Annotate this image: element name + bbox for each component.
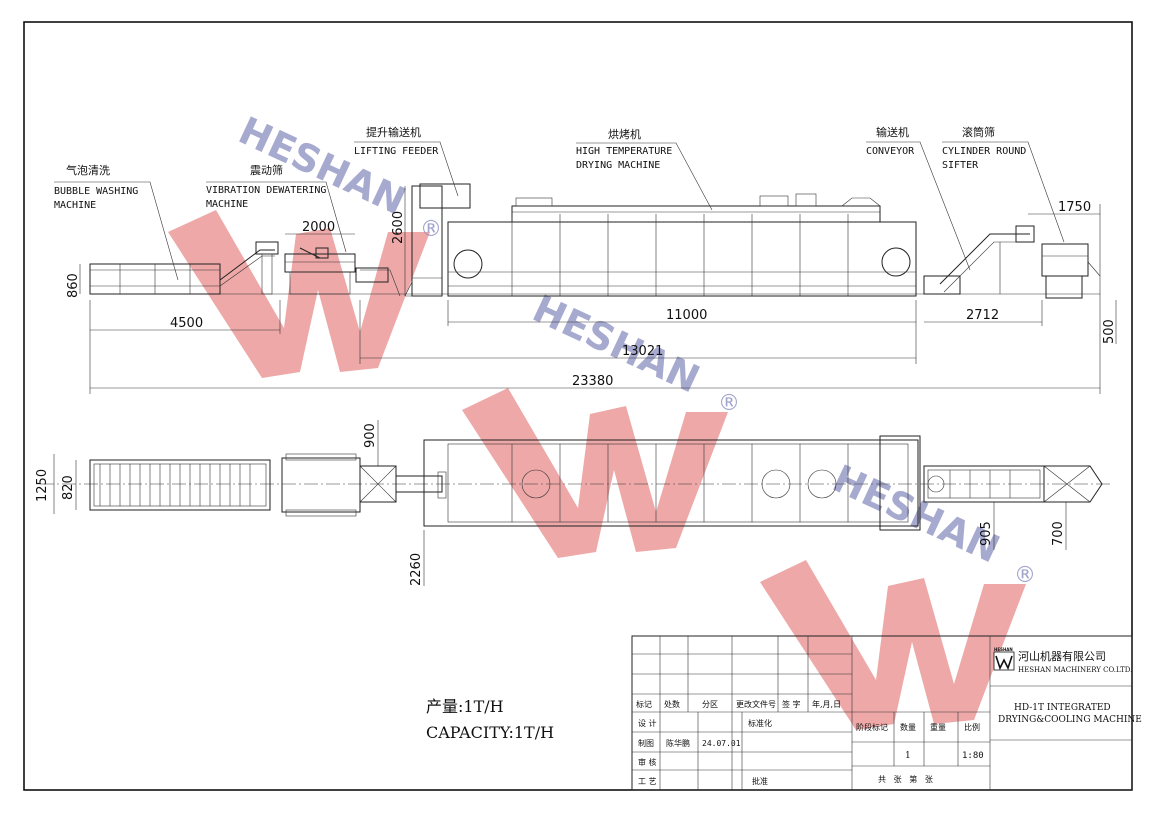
- dim-905: 905: [979, 521, 994, 546]
- dim-1750: 1750: [1058, 200, 1091, 215]
- label-sift-en1: CYLINDER ROUND: [942, 146, 1026, 157]
- top-dimensions: 1250 820 900 2260 905 700: [35, 420, 1067, 586]
- cylinder-round-sifter: [1041, 243, 1101, 299]
- label-vib-en2: MACHINE: [206, 199, 248, 210]
- vibration-dewatering-machine: [284, 247, 356, 295]
- label-bubble-en1: BUBBLE WASHING: [54, 186, 138, 197]
- capacity-en: CAPACITY:1T/H: [426, 723, 554, 742]
- dim-11000: 11000: [666, 308, 707, 323]
- labels: 气泡清洗 BUBBLE WASHING MACHINE 震动筛 VIBRATIO…: [54, 125, 1065, 281]
- tb-std: 标准化: [748, 718, 772, 728]
- title-block: 标记 处数 分区 更改文件号 签 字 年,月,日 设 计 标准化 制图 陈华鹏 …: [631, 635, 1142, 791]
- tb-header-4: 签 字: [782, 699, 801, 709]
- tb-sheets: 共 张 第 张: [878, 774, 933, 784]
- tb-scale-val: 1:80: [962, 751, 984, 761]
- washer-top-view: [89, 459, 271, 511]
- label-lift-cn: 提升输送机: [366, 125, 421, 139]
- lifting-feeder: [355, 183, 471, 297]
- logo-text: HESHAN: [994, 647, 1013, 652]
- bubble-washing-machine: [89, 241, 279, 295]
- label-conv-cn: 输送机: [876, 125, 909, 139]
- label-conv-en: CONVEYOR: [866, 146, 915, 157]
- tb-header-5: 年,月,日: [812, 699, 841, 709]
- label-vib-en1: VIBRATION DEWATERING: [206, 185, 326, 196]
- label-sift-en2: SIFTER: [942, 160, 979, 171]
- tb-process: 工 艺: [638, 777, 657, 786]
- sheet-border: [23, 21, 1133, 791]
- tb-date: 24.07.01: [702, 739, 741, 748]
- drying-machine: [447, 193, 917, 297]
- dim-2260: 2260: [409, 553, 424, 586]
- company-logo: HESHAN: [993, 647, 1015, 671]
- company-en: HESHAN MACHINERY CO.LTD.: [1018, 666, 1132, 674]
- label-lift-en: LIFTING FEEDER: [354, 146, 439, 157]
- lifting-top-view: [359, 465, 447, 503]
- dim-700: 700: [1051, 521, 1066, 546]
- tb-header-3: 更改文件号: [736, 699, 776, 709]
- vibration-top-view: [281, 453, 361, 517]
- company-cn: 河山机器有限公司: [1018, 649, 1106, 663]
- conveyor: [923, 225, 1035, 295]
- drawing-title-2: DRYING&COOLING MACHINE: [998, 715, 1142, 725]
- tb-approve: 批准: [752, 776, 768, 786]
- dim-820: 820: [61, 475, 76, 500]
- watermark-registered-3: ®: [1014, 563, 1036, 588]
- dryer-top-view: [423, 435, 921, 531]
- tb-qty: 数量: [900, 722, 916, 732]
- side-dimensions: 860 2000 2600 1750 4500 11000 2712 500 1…: [66, 186, 1117, 394]
- watermark-registered-2: ®: [718, 391, 740, 416]
- capacity-block: 产量:1T/H CAPACITY:1T/H: [426, 697, 554, 742]
- tb-stage: 阶段标记: [856, 722, 888, 732]
- watermark-2: HESHAN ®: [462, 286, 740, 558]
- dim-2712: 2712: [966, 308, 999, 323]
- label-bubble-cn: 气泡清洗: [66, 163, 110, 177]
- dim-23380: 23380: [572, 374, 613, 389]
- tb-qty-val: 1: [905, 751, 911, 761]
- conveyor-top-view: [923, 465, 1045, 503]
- tb-drawer: 陈华鹏: [666, 738, 690, 748]
- side-view: [89, 183, 1101, 299]
- label-dry-en2: DRYING MACHINE: [576, 160, 660, 171]
- top-view: [40, 435, 1110, 531]
- tb-header-0: 标记: [636, 699, 652, 709]
- dim-860: 860: [66, 273, 81, 298]
- tb-header-1: 处数: [664, 699, 680, 709]
- dim-2600: 2600: [391, 211, 406, 244]
- tb-scale: 比例: [964, 722, 980, 732]
- capacity-cn: 产量:1T/H: [426, 697, 504, 716]
- label-dry-cn: 烘烤机: [608, 127, 641, 141]
- watermark-3: HESHAN ®: [760, 456, 1036, 730]
- dim-500: 500: [1102, 319, 1117, 344]
- dim-2000: 2000: [302, 220, 335, 235]
- label-dry-en1: HIGH TEMPERATURE: [576, 146, 672, 157]
- dim-13021: 13021: [622, 344, 663, 359]
- dim-1250: 1250: [35, 469, 50, 502]
- watermark-text-3: HESHAN: [826, 456, 1006, 571]
- label-sift-cn: 滚筒筛: [962, 125, 995, 139]
- label-bubble-en2: MACHINE: [54, 200, 96, 211]
- dim-900: 900: [363, 423, 378, 448]
- sifter-top-view: [1043, 465, 1103, 503]
- tb-design: 设 计: [638, 718, 657, 728]
- tb-draw: 制图: [638, 738, 654, 748]
- dim-4500: 4500: [170, 316, 203, 331]
- tb-header-2: 分区: [702, 700, 718, 709]
- drawing-title-1: HD-1T INTEGRATED: [1014, 703, 1111, 713]
- watermark-text-2: HESHAN: [526, 286, 706, 401]
- label-vib-cn: 震动筛: [250, 163, 283, 177]
- tb-review: 审 核: [638, 757, 657, 767]
- watermark-registered-1: ®: [420, 217, 442, 242]
- tb-weight: 重量: [930, 722, 946, 732]
